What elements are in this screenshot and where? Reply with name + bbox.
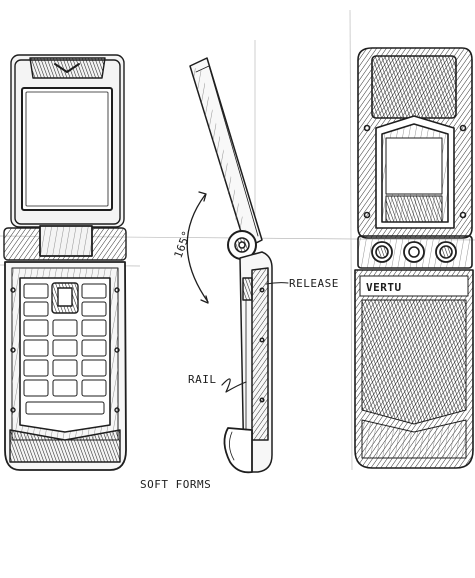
soft-forms-label: SOFT FORMS: [140, 478, 211, 491]
phone-side-view: [186, 57, 289, 474]
keypad-keys: [23, 283, 107, 415]
phone-back-view: [354, 47, 474, 469]
release-label: RELEASE: [289, 277, 339, 290]
rail-label: RAIL: [188, 373, 217, 386]
brand-logo: VERTU: [366, 281, 402, 294]
angle-label: 165°: [172, 229, 194, 260]
phone-front-view: [3, 54, 127, 471]
